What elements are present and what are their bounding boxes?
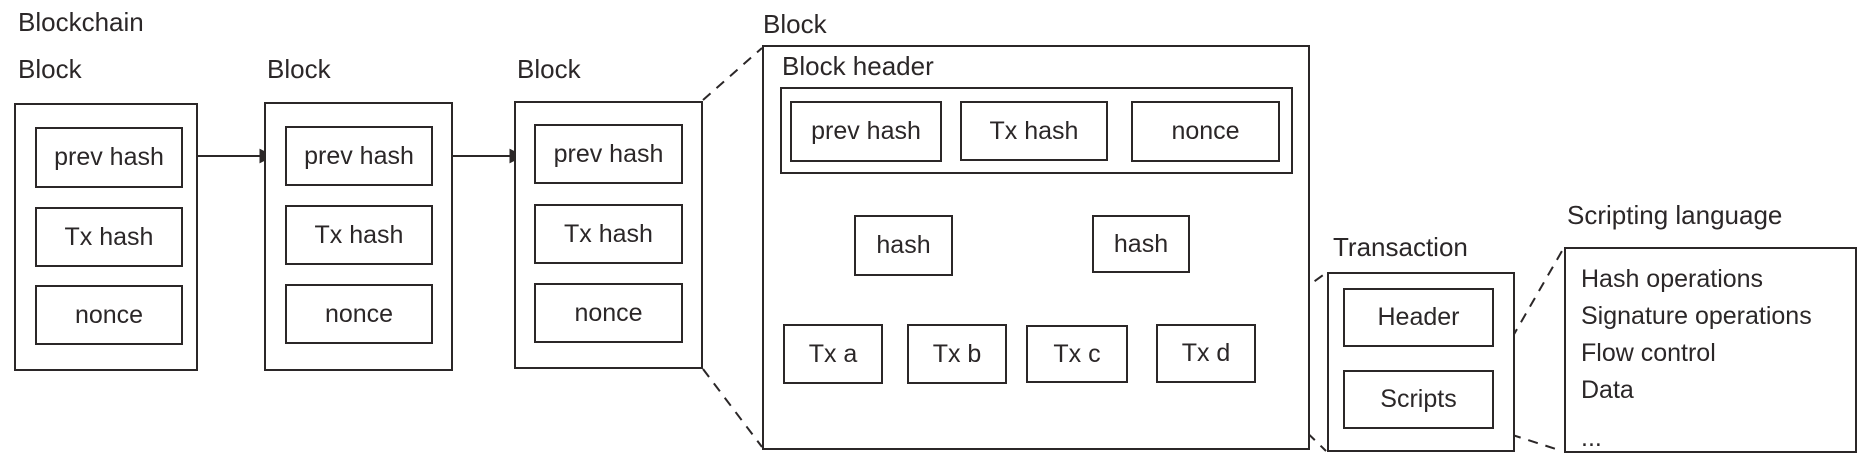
header-nonce-field: nonce	[1131, 101, 1280, 162]
block-3-nonce-field: nonce	[534, 283, 683, 343]
scripting-item-data: Data	[1581, 376, 1634, 404]
merkle-leaf-tx-b: Tx b	[907, 324, 1007, 384]
scripting-language-box: Hash operations Signature operations Flo…	[1564, 247, 1857, 453]
merkle-leaf-tx-d: Tx d	[1156, 324, 1256, 383]
merkle-hash-right: hash	[1092, 215, 1190, 273]
header-tx-hash-field: Tx hash	[960, 101, 1108, 161]
block-header-label: Block header	[782, 51, 934, 81]
block-expansion-line-top	[702, 47, 763, 101]
scripting-item-ellipsis: ...	[1581, 424, 1602, 452]
block-2-label: Block	[267, 54, 331, 84]
scripting-item-flow-control: Flow control	[1581, 339, 1716, 367]
block-1-label: Block	[18, 54, 82, 84]
block-1-nonce-field: nonce	[35, 285, 183, 345]
merkle-hash-left: hash	[854, 215, 953, 276]
block-3-label: Block	[517, 54, 581, 84]
transaction-label: Transaction	[1333, 232, 1468, 262]
header-prev-hash-field: prev hash	[790, 101, 942, 162]
block-1-tx-hash-field: Tx hash	[35, 207, 183, 267]
scripting-item-signature-operations: Signature operations	[1581, 302, 1812, 330]
block-2-nonce-field: nonce	[285, 284, 433, 344]
block-1-prev-hash-field: prev hash	[35, 127, 183, 188]
block-2-tx-hash-field: Tx hash	[285, 205, 433, 265]
block-3-prev-hash-field: prev hash	[534, 124, 683, 184]
scripting-language-label: Scripting language	[1567, 200, 1783, 230]
scripting-item-hash-operations: Hash operations	[1581, 265, 1764, 293]
transaction-header-field: Header	[1343, 288, 1494, 347]
transaction-scripts-field: Scripts	[1343, 370, 1494, 429]
block-2-prev-hash-field: prev hash	[285, 126, 433, 186]
merkle-leaf-tx-a: Tx a	[783, 324, 883, 384]
detail-block-label: Block	[763, 9, 827, 39]
block-3-tx-hash-field: Tx hash	[534, 204, 683, 264]
block-expansion-line-bottom	[702, 368, 763, 448]
merkle-leaf-tx-c: Tx c	[1026, 325, 1128, 383]
blockchain-label: Blockchain	[18, 7, 144, 37]
